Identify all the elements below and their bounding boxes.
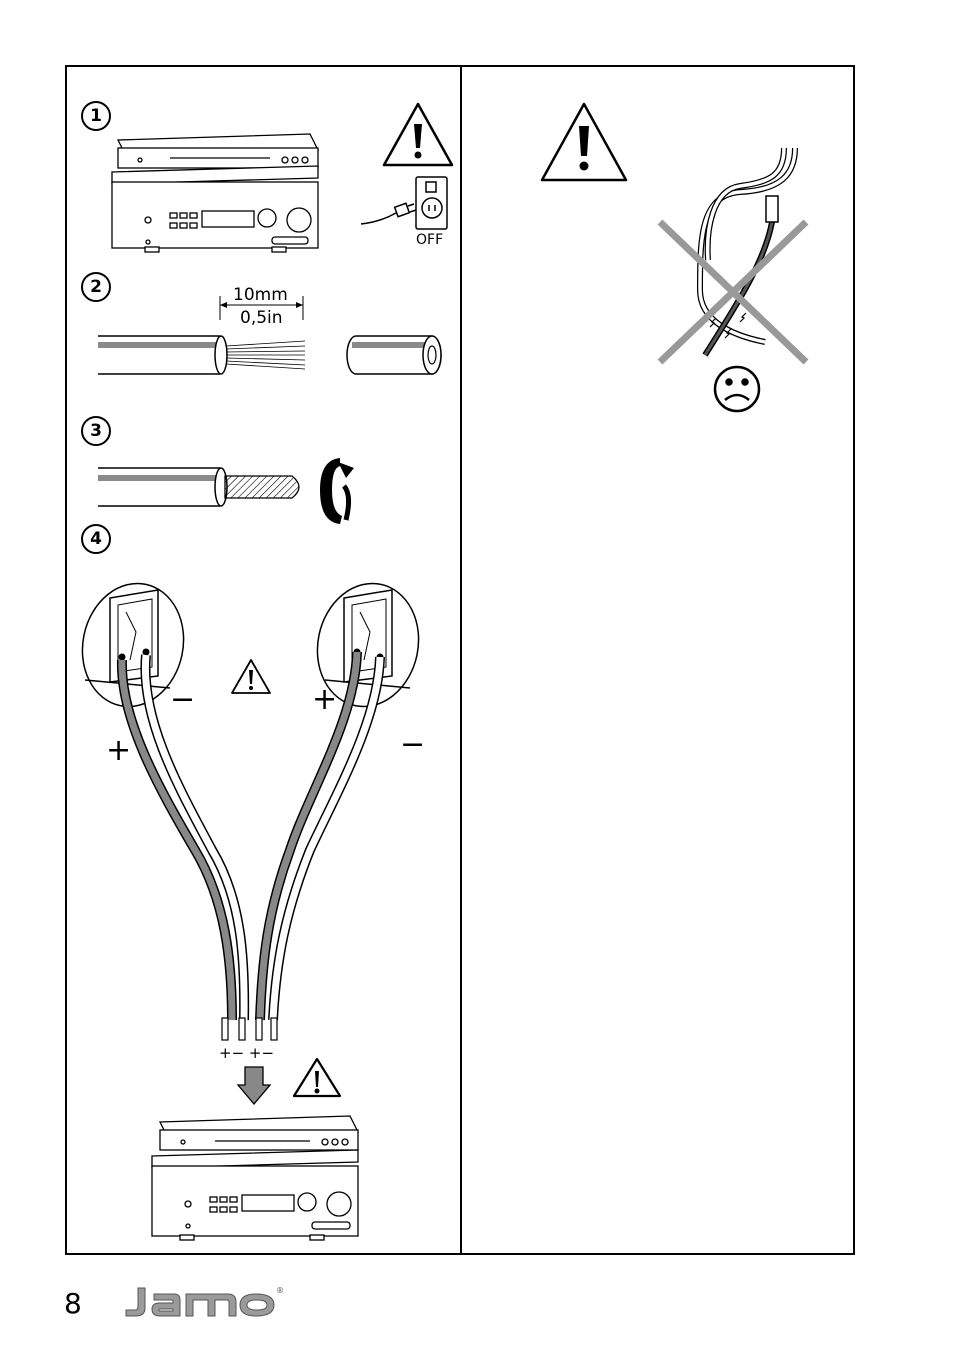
jamo-logo: ® bbox=[124, 1282, 289, 1322]
page-number: 8 bbox=[64, 1287, 82, 1320]
cable-ends bbox=[222, 1018, 277, 1040]
right-minus-label: − bbox=[400, 727, 425, 762]
right-plus-label: + bbox=[312, 682, 337, 717]
strip-length-in-label: 0,5in bbox=[240, 308, 283, 328]
left-minus-label: − bbox=[170, 682, 195, 717]
prohibited-cross-icon bbox=[660, 222, 806, 362]
sad-face-icon bbox=[715, 367, 759, 411]
wire-ferrule-icon bbox=[347, 336, 441, 374]
step4-amp-warning-icon bbox=[294, 1059, 340, 1096]
step1-equipment-icon bbox=[112, 134, 318, 252]
twist-arrow-icon bbox=[320, 458, 354, 524]
strip-length-mm-label: 10mm bbox=[233, 285, 288, 305]
down-arrow-icon bbox=[238, 1067, 270, 1104]
terminal-polarity-marks: +− +− bbox=[219, 1044, 274, 1062]
step1-warning-icon bbox=[384, 104, 452, 165]
short-circuit-warning-icon bbox=[542, 104, 626, 180]
step4-equipment-icon bbox=[152, 1116, 358, 1240]
power-off-label: OFF bbox=[416, 232, 443, 248]
registered-mark: ® bbox=[276, 1286, 284, 1295]
shorted-wires-icon bbox=[700, 148, 795, 355]
left-plus-label: + bbox=[106, 733, 131, 768]
step4-warning-icon bbox=[232, 660, 270, 693]
power-outlet-icon bbox=[361, 177, 447, 229]
step3-twisted-wire-icon bbox=[98, 468, 299, 506]
